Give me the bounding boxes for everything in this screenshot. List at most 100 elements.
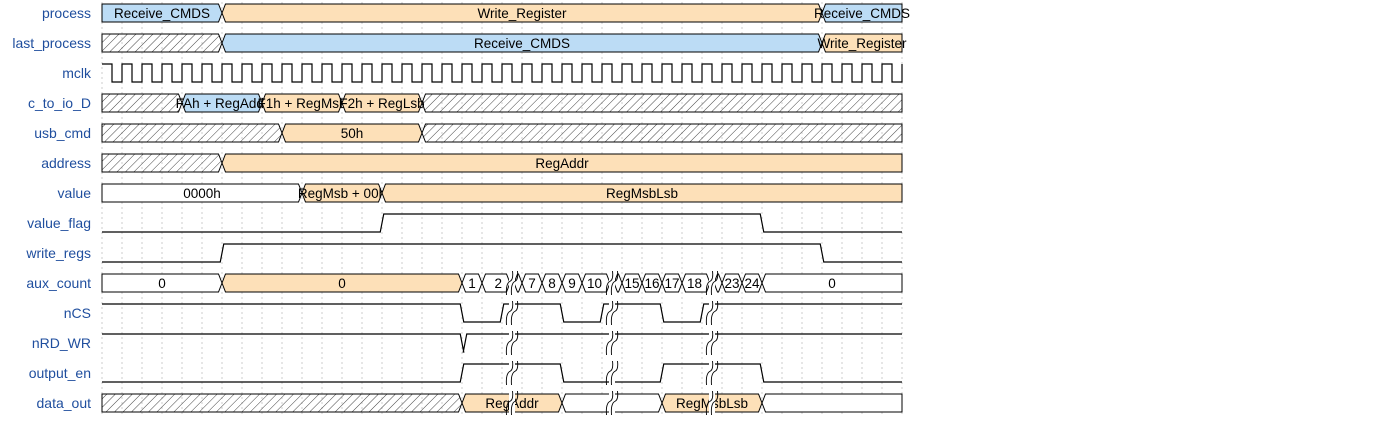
bus-segment — [101, 123, 283, 143]
signal-label: process — [42, 5, 91, 21]
bus-value-text: RegAddr — [535, 156, 589, 171]
bus-segment — [381, 183, 903, 203]
signal-label: aux_count — [26, 275, 91, 291]
signal-label: mclk — [62, 65, 92, 81]
time-break-mark — [505, 390, 514, 416]
time-break-mark — [505, 270, 514, 296]
signal-label: nRD_WR — [32, 335, 91, 351]
signal-value-flag: value_flag — [27, 213, 902, 233]
signal-last-process: last_process Receive_CMDS Write_Register — [12, 33, 907, 53]
time-break-mark — [505, 360, 514, 386]
bit-waveform — [102, 213, 902, 233]
time-break-mask — [709, 331, 715, 355]
time-break-mark — [705, 330, 714, 356]
bus-value-text: 2 — [494, 276, 502, 291]
time-break-mark — [710, 390, 719, 416]
bit-waveform — [102, 243, 902, 263]
bus-value-text: RegMsbLsb — [606, 186, 678, 201]
bus-segment — [101, 93, 183, 113]
bus-value-text: 15 — [624, 276, 639, 291]
time-break-mask — [509, 271, 515, 295]
time-break-mask — [509, 331, 515, 355]
time-break-mark — [605, 300, 614, 326]
bus-value-text: FAh + RegAddr — [176, 96, 269, 111]
time-break-mark — [710, 360, 719, 386]
bus-value-text: 18 — [687, 276, 702, 291]
time-break-mark — [710, 300, 719, 326]
bus-value-text: 16 — [644, 276, 659, 291]
signal-label: value — [58, 185, 92, 201]
time-break-mark — [505, 330, 514, 356]
signal-label: output_en — [29, 365, 91, 381]
time-break-mark — [510, 390, 519, 416]
time-break-mask — [709, 301, 715, 325]
time-break-mark — [610, 270, 619, 296]
time-break-mark — [710, 330, 719, 356]
bus-value-text: Receive_CMDS — [114, 6, 210, 21]
signal-label: value_flag — [27, 215, 91, 231]
bus-value-text: 9 — [568, 276, 576, 291]
signal-nrd-wr: nRD_WR — [32, 330, 902, 356]
clock-waveform — [102, 63, 903, 83]
bus-value-text: Write_Register — [477, 6, 567, 21]
time-break-mark — [510, 300, 519, 326]
signal-label: c_to_io_D — [28, 95, 91, 111]
time-break-mark — [510, 330, 519, 356]
bus-value-text: F1h + RegMsb — [258, 96, 347, 111]
time-break-mask — [509, 391, 515, 415]
signal-ncs: nCS — [64, 300, 902, 326]
bus-segment — [421, 123, 903, 143]
bus-value-text: RegMsb + 00h — [298, 186, 386, 201]
bus-value-text: 23 — [724, 276, 739, 291]
time-break-mask — [609, 391, 615, 415]
bus-value-text: 17 — [664, 276, 679, 291]
time-break-mark — [510, 270, 519, 296]
time-break-mask — [609, 331, 615, 355]
time-break-mark — [705, 270, 714, 296]
bit-waveform — [102, 303, 902, 323]
bus-value-text: Write_Register — [817, 36, 907, 51]
time-break-mark — [605, 390, 614, 416]
time-break-mask — [609, 301, 615, 325]
time-break-mark — [605, 330, 614, 356]
time-break-mark — [610, 330, 619, 356]
bus-segment — [761, 393, 903, 413]
bus-segment — [421, 93, 903, 113]
signal-data-out: data_outRegAddrRegMsbLsb — [37, 390, 903, 416]
signal-label: nCS — [64, 305, 91, 321]
bus-value-text: 0 — [828, 276, 836, 291]
time-break-mask — [709, 271, 715, 295]
bus-value-text: Receive_CMDS — [474, 36, 570, 51]
bit-waveform — [102, 333, 902, 353]
time-break-mark — [605, 360, 614, 386]
bus-value-text: 0 — [338, 276, 346, 291]
time-break-mark — [705, 390, 714, 416]
bus-segment — [761, 273, 903, 293]
bus-value-text: 8 — [548, 276, 556, 291]
time-break-mask — [709, 361, 715, 385]
time-break-mark — [605, 270, 614, 296]
time-break-mask — [609, 271, 615, 295]
signal-label: usb_cmd — [34, 125, 91, 141]
signal-process: process Receive_CMDS Write_Register Receive… — [42, 3, 910, 23]
bus-segment — [101, 33, 223, 53]
bus-value-text: Receive_CMDS — [814, 6, 910, 21]
bus-value-text: 10 — [587, 276, 602, 291]
signal-output-en: output_en — [29, 360, 902, 386]
signal-label: write_regs — [25, 245, 91, 261]
bus-segment — [821, 33, 903, 53]
time-break-mark — [610, 360, 619, 386]
bus-value-text: 7 — [528, 276, 536, 291]
time-break-mark — [510, 360, 519, 386]
bus-value-text: 0 — [158, 276, 166, 291]
time-break-mark — [610, 390, 619, 416]
time-break-mask — [509, 361, 515, 385]
signal-label: last_process — [12, 35, 91, 51]
signal-write-regs: write_regs — [25, 243, 902, 263]
